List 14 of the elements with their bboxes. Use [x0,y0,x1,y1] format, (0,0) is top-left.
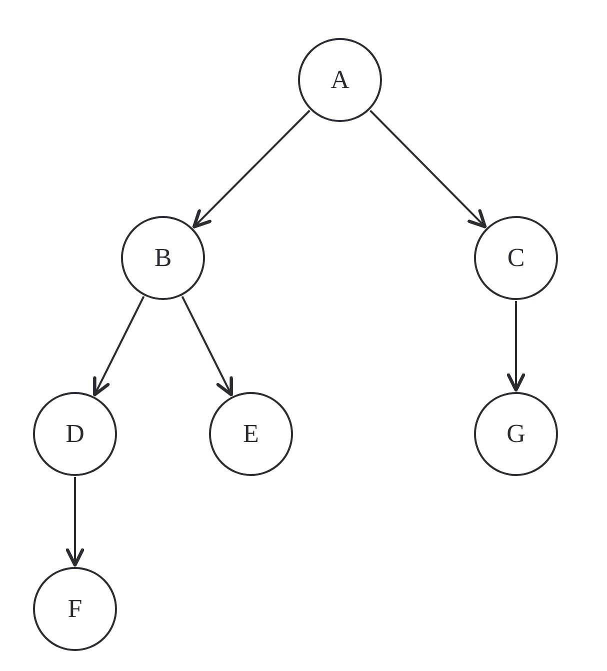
arrow [93,296,145,396]
node-label: B [154,243,172,273]
node-label: D [66,419,84,449]
arrow [370,110,487,228]
arrow [192,110,310,228]
node-label: C [507,243,525,273]
node-label: E [243,419,259,449]
node-label: F [68,594,82,624]
arrow [66,477,84,567]
arrow [181,296,233,396]
node-label: G [506,419,526,449]
tree-node-circle [121,216,205,300]
arrow [506,301,526,392]
node-label: A [330,65,350,95]
